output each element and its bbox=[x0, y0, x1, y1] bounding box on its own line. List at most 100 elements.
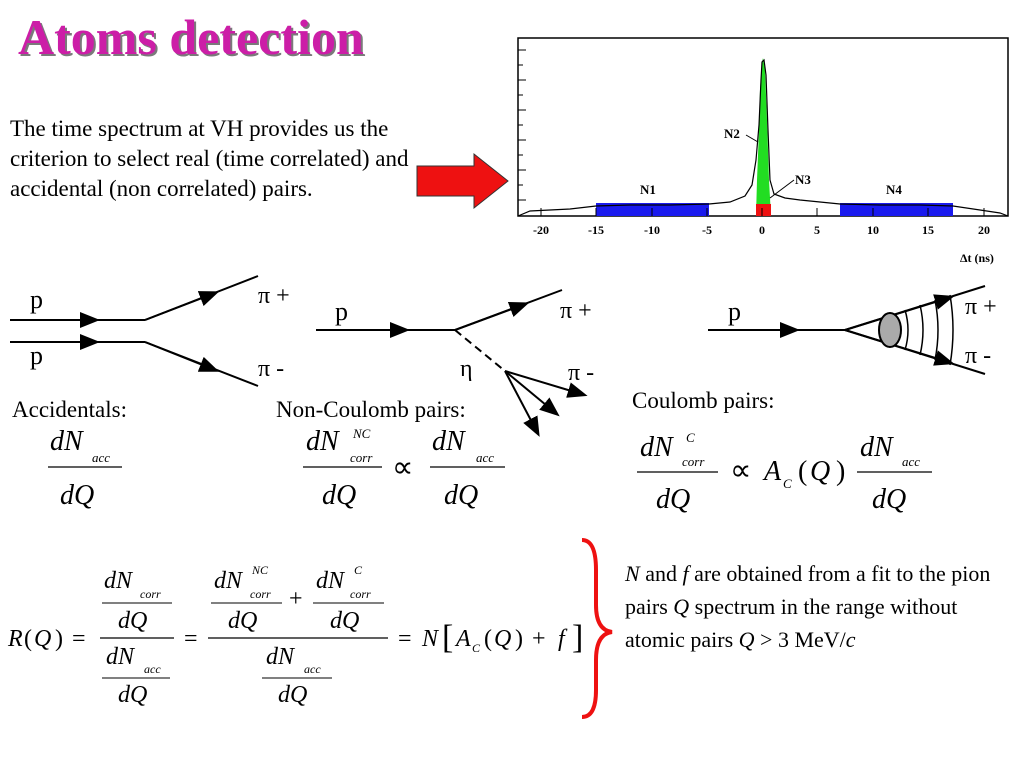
coulomb-blob bbox=[878, 312, 902, 348]
label-non-coulomb: Non-Coulomb pairs: bbox=[276, 397, 466, 422]
svg-text:acc: acc bbox=[304, 662, 321, 676]
region-n4-fill bbox=[840, 203, 953, 216]
svg-text:N: N bbox=[421, 626, 440, 652]
svg-text:dQ: dQ bbox=[228, 608, 257, 634]
svg-text:NC: NC bbox=[352, 426, 371, 441]
svg-text:Q: Q bbox=[34, 626, 51, 652]
svg-text:A: A bbox=[762, 456, 782, 487]
svg-text:A: A bbox=[454, 626, 471, 652]
label-pi-plus: π + bbox=[965, 294, 997, 320]
x-tick-label: -15 bbox=[588, 223, 604, 237]
svg-text:dN: dN bbox=[104, 568, 134, 594]
svg-text:acc: acc bbox=[476, 450, 494, 465]
svg-text:∝: ∝ bbox=[392, 451, 413, 484]
formula-coulomb: dN C corr dQ ∝ A C ( Q ) dN acc dQ bbox=[637, 430, 932, 515]
svg-text:Q: Q bbox=[494, 626, 511, 652]
label-pi-minus: π - bbox=[965, 343, 991, 369]
svg-text:): ) bbox=[55, 626, 63, 652]
intro-text: The time spectrum at VH provides us the … bbox=[10, 116, 409, 201]
svg-text:(: ( bbox=[484, 626, 492, 652]
accidentals-diagram bbox=[10, 275, 259, 387]
svg-text:(: ( bbox=[24, 626, 32, 652]
label-accidentals: Accidentals: bbox=[12, 397, 127, 422]
x-tick-label: 0 bbox=[759, 223, 765, 237]
svg-text:dQ: dQ bbox=[118, 682, 147, 708]
region-label-n3: N3 bbox=[795, 172, 811, 187]
svg-text:dN: dN bbox=[50, 426, 84, 457]
time-spectrum-histogram: N1 N2 N3 N4 -20 -15 -10 -5 0 5 10 15 20 … bbox=[517, 37, 1009, 265]
spectrum-curve bbox=[517, 58, 1009, 217]
label-pi-minus: π - bbox=[258, 356, 284, 382]
svg-text:+: + bbox=[532, 626, 546, 652]
svg-text:=: = bbox=[72, 626, 86, 652]
label-eta: η bbox=[460, 356, 473, 382]
peak-n2-fill bbox=[756, 58, 771, 216]
svg-text:+: + bbox=[289, 586, 303, 612]
svg-text:dN: dN bbox=[432, 426, 466, 457]
svg-text:): ) bbox=[836, 456, 845, 487]
n2-pointer bbox=[745, 134, 759, 143]
svg-text:corr: corr bbox=[350, 450, 373, 465]
fit-note: N and f are obtained from a fit to the p… bbox=[625, 561, 991, 652]
formulas: dN acc dQ dN NC corr dQ ∝ dN acc dQ dN C… bbox=[7, 426, 932, 719]
formula-ratio: R ( Q ) = dN corr dQ dN acc dQ = dN NC c… bbox=[7, 563, 583, 708]
x-tick-label: 15 bbox=[922, 223, 934, 237]
x-axis-label: Δt (ns) bbox=[960, 251, 994, 265]
svg-text:dN: dN bbox=[640, 432, 674, 463]
label-coulomb: Coulomb pairs: bbox=[632, 388, 775, 413]
center-n3-fill bbox=[756, 204, 771, 216]
svg-text:(: ( bbox=[798, 456, 807, 487]
page-title: Atoms detection bbox=[18, 9, 364, 65]
svg-text:corr: corr bbox=[682, 454, 705, 469]
coulomb-diagram bbox=[708, 285, 986, 375]
svg-text:dN: dN bbox=[860, 432, 894, 463]
svg-text:dQ: dQ bbox=[118, 608, 147, 634]
svg-text:C: C bbox=[783, 476, 792, 491]
formula-non-coulomb: dN NC corr dQ ∝ dN acc dQ bbox=[303, 426, 505, 511]
label-proton: p bbox=[728, 297, 741, 326]
label-proton: p bbox=[335, 297, 348, 326]
svg-text:dN: dN bbox=[266, 644, 296, 670]
label-pi-plus: π + bbox=[560, 298, 592, 324]
x-tick-label: -10 bbox=[644, 223, 660, 237]
svg-text:dN: dN bbox=[106, 644, 136, 670]
brace-icon bbox=[581, 538, 613, 719]
x-tick-label: -5 bbox=[702, 223, 712, 237]
svg-text:): ) bbox=[515, 626, 523, 652]
x-tick-label: 20 bbox=[978, 223, 990, 237]
svg-text:dQ: dQ bbox=[444, 480, 478, 511]
label-proton: p bbox=[30, 285, 43, 314]
n3-pointer bbox=[769, 179, 795, 199]
non-coulomb-diagram bbox=[316, 289, 588, 437]
svg-text:acc: acc bbox=[144, 662, 161, 676]
svg-text:Q: Q bbox=[810, 456, 830, 487]
x-tick-label: 10 bbox=[867, 223, 879, 237]
svg-text:corr: corr bbox=[140, 587, 161, 601]
svg-text:C: C bbox=[354, 563, 363, 577]
svg-text:dQ: dQ bbox=[278, 682, 307, 708]
x-axis-ticks bbox=[540, 208, 985, 216]
svg-text:dN: dN bbox=[306, 426, 340, 457]
arrow-right-icon bbox=[416, 152, 509, 210]
svg-text:=: = bbox=[398, 626, 412, 652]
svg-text:[: [ bbox=[442, 619, 453, 656]
formula-accidentals: dN acc dQ bbox=[48, 426, 122, 511]
svg-text:dN: dN bbox=[214, 568, 244, 594]
region-label-n4: N4 bbox=[886, 182, 902, 197]
label-pi-plus: π + bbox=[258, 283, 290, 309]
svg-text:dQ: dQ bbox=[656, 484, 690, 515]
svg-text:C: C bbox=[472, 641, 481, 655]
y-axis-ticks bbox=[518, 49, 526, 201]
svg-text:corr: corr bbox=[250, 587, 271, 601]
svg-text:NC: NC bbox=[251, 563, 269, 577]
svg-text:f: f bbox=[558, 626, 568, 652]
svg-text:dN: dN bbox=[316, 568, 346, 594]
svg-text:acc: acc bbox=[92, 450, 110, 465]
region-label-n2: N2 bbox=[724, 126, 740, 141]
svg-text:=: = bbox=[184, 626, 198, 652]
svg-text:corr: corr bbox=[350, 587, 371, 601]
x-tick-label: -20 bbox=[533, 223, 549, 237]
label-pi-minus: π - bbox=[568, 360, 594, 386]
svg-text:C: C bbox=[686, 430, 695, 445]
svg-text:R: R bbox=[7, 626, 23, 652]
